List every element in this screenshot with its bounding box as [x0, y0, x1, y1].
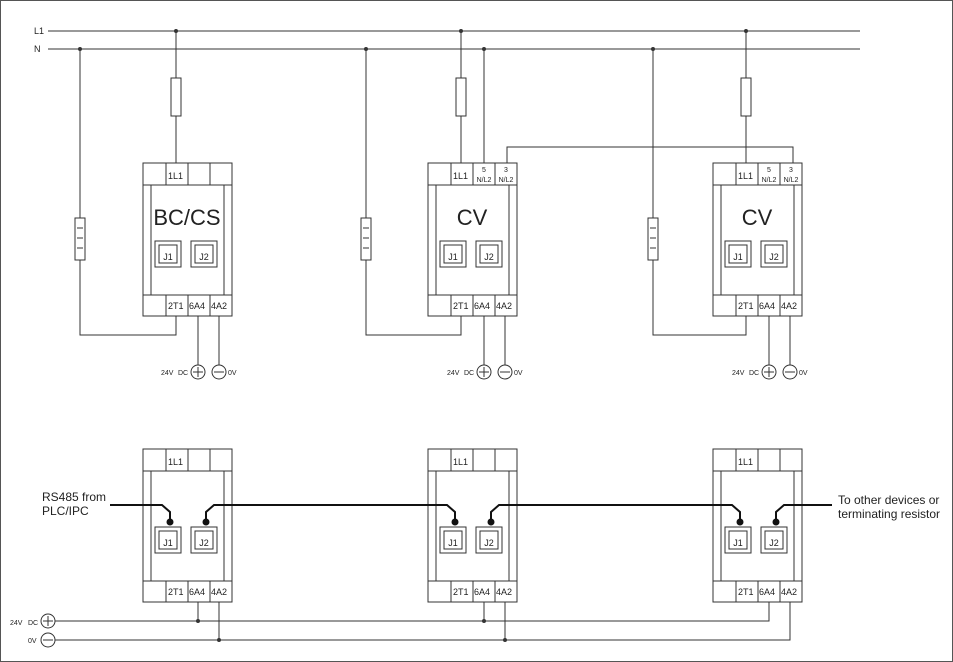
terminal-1l1: 1L1 — [738, 171, 753, 181]
terminal-2t1: 2T1 — [453, 587, 469, 597]
rs485-link-cable-2 — [490, 504, 741, 522]
terminal-2t1: 2T1 — [168, 301, 184, 311]
bus-label-0v: 0V — [28, 638, 37, 645]
bottom-unit-3: 1L1 J1 J2 2T1 6A4 4A2 — [712, 448, 803, 603]
bus-0v-line — [55, 602, 791, 641]
unit-name: CV — [457, 205, 488, 230]
top-unit-cv-2: 1L1 5 N/L2 3 N/L2 CV J1 J2 2T1 6A4 4A2 2… — [647, 31, 808, 380]
rail-label-l1: L1 — [34, 26, 44, 36]
rs485-in-cable — [110, 504, 171, 522]
unit-name: BC/CS — [153, 205, 220, 230]
n-l2-link — [506, 146, 794, 163]
unit-front — [720, 184, 795, 296]
terminal-1l1: 1L1 — [453, 171, 468, 181]
jack-j2-label: J2 — [484, 252, 494, 262]
terminal-2t1: 2T1 — [738, 301, 754, 311]
terminal-3-name: N/L2 — [784, 177, 799, 184]
jack-j1-label: J1 — [163, 252, 173, 262]
terminal-1l1: 1L1 — [168, 457, 183, 467]
terminal-1l1: 1L1 — [168, 171, 183, 181]
rail-label-n: N — [34, 44, 41, 54]
unit-front — [435, 470, 510, 582]
label-24v: 24V — [447, 370, 460, 377]
jack-j1-label: J1 — [448, 538, 458, 548]
terminal-3-num: 3 — [504, 167, 508, 174]
fuse — [740, 77, 752, 117]
terminal-3-num: 3 — [789, 167, 793, 174]
rs485-out-cable — [775, 504, 832, 522]
jack-j1-label: J1 — [448, 252, 458, 262]
label-24v: 24V — [732, 370, 745, 377]
resistor — [647, 217, 659, 261]
terminal-6a4: 6A4 — [474, 301, 490, 311]
terminal-4a2: 4A2 — [496, 301, 512, 311]
bus-label-24v: 24V — [10, 620, 23, 627]
bottom-row: 1L1 J1 J2 2T1 6A4 4A2 1L1 J1 J2 — [10, 448, 940, 648]
jack-j2-label: J2 — [199, 538, 209, 548]
jack-j2-label: J2 — [769, 538, 779, 548]
top-unit-bccs: 1L1 BC/CS J1 J2 2T1 6A4 4A2 24V DC 0V — [74, 31, 237, 380]
terminal-5-num: 5 — [767, 167, 771, 174]
unit-front — [150, 470, 225, 582]
terminal-4a2: 4A2 — [496, 587, 512, 597]
terminal-6a4: 6A4 — [189, 301, 205, 311]
other-devices-label-line1: To other devices or — [838, 493, 939, 507]
fuse — [170, 77, 182, 117]
jack-j1-label: J1 — [163, 538, 173, 548]
fuse — [455, 77, 467, 117]
bottom-unit-1: 1L1 J1 J2 2T1 6A4 4A2 — [142, 448, 233, 603]
label-0v: 0V — [228, 370, 237, 377]
rs485-label-line2: PLC/IPC — [42, 504, 89, 518]
bus-24v-line — [55, 602, 770, 622]
jack-j2-label: J2 — [484, 538, 494, 548]
terminal-2t1: 2T1 — [453, 301, 469, 311]
label-0v: 0V — [514, 370, 523, 377]
label-dc: DC — [178, 370, 188, 377]
terminal-2t1: 2T1 — [168, 587, 184, 597]
bottom-unit-2: 1L1 J1 J2 2T1 6A4 4A2 — [427, 448, 518, 603]
rs485-link-cable-1 — [205, 504, 456, 522]
other-devices-label-line2: terminating resistor — [838, 507, 940, 521]
resistor — [360, 217, 372, 261]
terminal-6a4: 6A4 — [759, 301, 775, 311]
label-0v: 0V — [799, 370, 808, 377]
label-24v: 24V — [161, 370, 174, 377]
terminal-6a4: 6A4 — [759, 587, 775, 597]
resistor — [74, 217, 86, 261]
terminal-5-name: N/L2 — [762, 177, 777, 184]
terminal-6a4: 6A4 — [474, 587, 490, 597]
label-dc: DC — [749, 370, 759, 377]
terminal-3-name: N/L2 — [499, 177, 514, 184]
unit-front — [150, 184, 225, 296]
jack-j1-label: J1 — [733, 252, 743, 262]
unit-front — [435, 184, 510, 296]
terminal-5-name: N/L2 — [477, 177, 492, 184]
jack-j2-label: J2 — [199, 252, 209, 262]
terminal-4a2: 4A2 — [781, 301, 797, 311]
cable-plug-dot — [166, 518, 174, 526]
rs485-label-line1: RS485 from — [42, 490, 106, 504]
terminal-4a2: 4A2 — [211, 301, 227, 311]
terminal-4a2: 4A2 — [781, 587, 797, 597]
jack-j1-label: J1 — [733, 538, 743, 548]
top-unit-cv-1: 1L1 5 N/L2 3 N/L2 CV J1 J2 2T1 6A4 4A2 2… — [360, 31, 794, 380]
unit-front — [720, 470, 795, 582]
terminal-6a4: 6A4 — [189, 587, 205, 597]
jack-j2-label: J2 — [769, 252, 779, 262]
label-dc: DC — [464, 370, 474, 377]
terminal-1l1: 1L1 — [738, 457, 753, 467]
terminal-4a2: 4A2 — [211, 587, 227, 597]
power-rails: L1 N — [34, 26, 860, 54]
terminal-2t1: 2T1 — [738, 587, 754, 597]
terminal-5-num: 5 — [482, 167, 486, 174]
terminal-1l1: 1L1 — [453, 457, 468, 467]
unit-name: CV — [742, 205, 773, 230]
bus-label-dc: DC — [28, 620, 38, 627]
